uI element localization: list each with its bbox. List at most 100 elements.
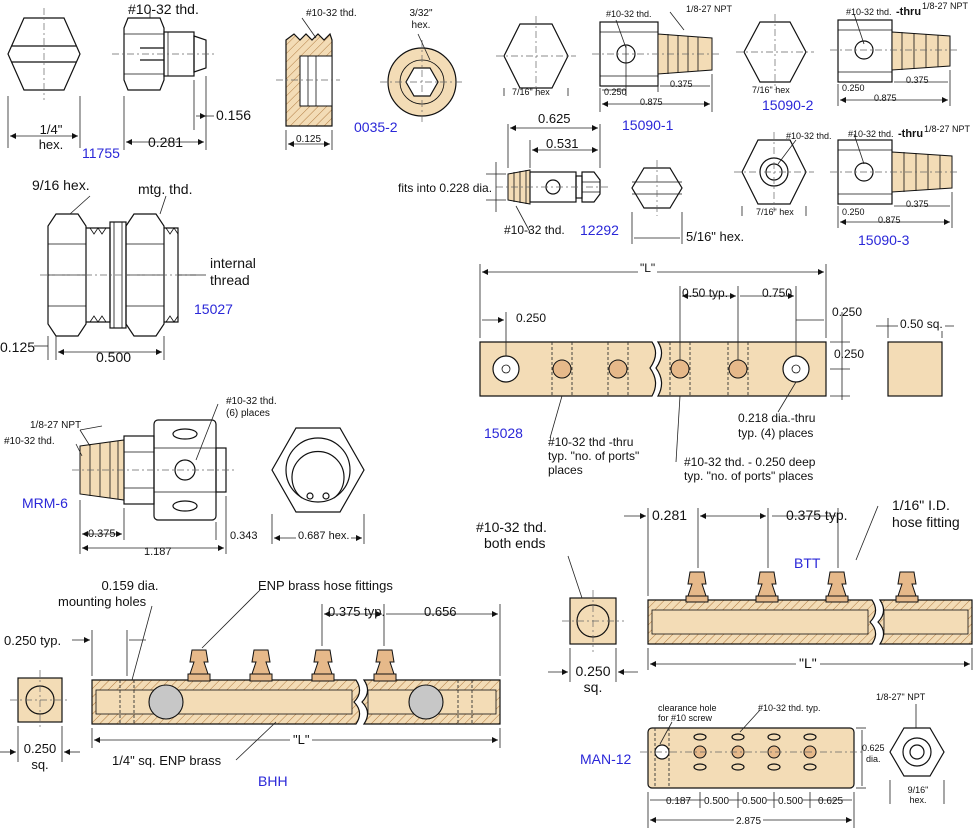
p15090-2-hex-label: 7/16" hex xyxy=(752,85,790,95)
bhh-end-pitch-dim: 0.656 xyxy=(424,604,457,619)
p15090-3-dim-b: 0.375 xyxy=(906,199,929,209)
p15028-L-label: "L" xyxy=(638,261,658,276)
p15028-note-thru-1: #10-32 thd -thru xyxy=(548,435,634,449)
man12-dim-1: 0.187 xyxy=(666,796,692,807)
p15027-internal-label: internal xyxy=(210,255,256,271)
p15090-3-left-thread-label: #10-32 thd. xyxy=(786,131,832,141)
side-view xyxy=(640,727,862,789)
btt-first-dim: 0.281 xyxy=(652,507,688,523)
part-0035-2-drawing xyxy=(276,17,464,150)
bhh-material-label: 1/4" sq. ENP brass xyxy=(112,753,222,768)
part-15027-drawing xyxy=(34,195,206,360)
man12-dim-3: 0.500 xyxy=(742,796,768,807)
part-MRM-6-drawing xyxy=(72,403,365,554)
p11755-hex-unit: hex. xyxy=(38,137,64,152)
p15090-1-part-number: 15090-1 xyxy=(622,117,674,133)
p15090-3-thread-label: #10-32 thd. xyxy=(848,129,894,139)
p0035-2-length-dim: 0.125 xyxy=(296,134,322,145)
p15090-2-thread-label: #10-32 thd. xyxy=(846,7,892,17)
end-view xyxy=(380,33,464,124)
dimensions xyxy=(486,124,683,244)
p15028-end-pitch-dim: 0.750 xyxy=(762,286,793,300)
p15090-2-npt-label: 1/8-27 NPT xyxy=(922,1,969,11)
part-15090-3-drawing xyxy=(734,132,960,228)
hex-end xyxy=(503,23,569,89)
p11755-thread-label: #10-32 thd. xyxy=(128,1,199,17)
part-BHH-drawing xyxy=(0,589,501,762)
p15028-edge-dim: 0.250 xyxy=(832,305,863,319)
p15028-first-dim: 0.250 xyxy=(516,311,547,325)
p12292-overall-dim: 0.625 xyxy=(538,111,571,126)
dimensions xyxy=(548,505,973,682)
bhh-L-label: "L" xyxy=(290,732,313,748)
mrm6-npt-label: 1/8-27 NPT xyxy=(30,420,82,431)
btt-pitch-dim: 0.375 typ. xyxy=(786,507,848,523)
p15027-hex-label: 9/16 hex. xyxy=(32,177,90,193)
mrm6-dim-b: 1.187 xyxy=(144,546,172,558)
man12-clearance-2: for #10 screw xyxy=(658,713,713,723)
dimensions xyxy=(503,11,713,112)
bar-body xyxy=(647,599,973,645)
mrm6-dim-a: 0.375 xyxy=(88,528,116,540)
p15027-part-number: 15027 xyxy=(194,301,233,317)
p11755-part-number: 11755 xyxy=(82,145,120,161)
end-view-square xyxy=(887,341,943,397)
side-view xyxy=(592,21,720,87)
btt-part-number: BTT xyxy=(794,555,821,571)
btt-square-unit: sq. xyxy=(583,679,603,695)
btt-both-ends-1: #10-32 thd. xyxy=(476,519,547,535)
hex-end-view xyxy=(271,427,365,544)
p15090-2-dim-c: 0.875 xyxy=(874,93,897,103)
dimensions xyxy=(0,589,501,762)
bhh-holes-label-1: 0.159 dia. xyxy=(101,578,159,593)
man12-clearance-1: clearance hole xyxy=(658,703,717,713)
man12-thread-label: #10-32 thd. typ. xyxy=(758,703,821,713)
p15028-note-deep-2: typ. "no. of ports" places xyxy=(684,469,814,483)
p15028-note-dia-2: typ. (4) places xyxy=(738,426,814,440)
mrm6-thread-label: #10-32 thd. xyxy=(4,436,55,447)
p15090-3-part-number: 15090-3 xyxy=(858,232,910,248)
p15028-note-thru-2: typ. "no. of ports" xyxy=(548,449,640,463)
p12292-part-number: 12292 xyxy=(580,222,619,238)
p15028-note-dia-1: 0.218 dia.-thru xyxy=(738,411,816,425)
bhh-part-number: BHH xyxy=(258,773,288,789)
man12-dim-5: 0.625 xyxy=(818,796,844,807)
p15090-3-hex-label: 7/16" hex xyxy=(756,207,794,217)
p15028-height-dim: 0.250 xyxy=(834,347,865,361)
hex-side-view xyxy=(112,17,214,91)
btt-square-dim: 0.250 xyxy=(575,663,611,679)
btt-L-label: "L" xyxy=(796,655,820,672)
end-view xyxy=(889,727,945,777)
part-15090-2-drawing xyxy=(736,13,958,106)
man12-dim-2: 0.500 xyxy=(704,796,730,807)
p15090-1-dim-a: 0.250 xyxy=(604,87,627,97)
hex-end-view xyxy=(7,8,81,100)
part-15090-1-drawing xyxy=(496,11,720,112)
p12292-fits-note: fits into 0.228 dia. xyxy=(398,181,493,195)
p15090-2-dim-b: 0.375 xyxy=(906,75,929,85)
part-BTT-drawing xyxy=(548,505,973,682)
hose-fittings xyxy=(685,571,919,603)
hex-nut xyxy=(47,213,87,337)
p15027-flange-dim: 0.125 xyxy=(0,339,36,355)
p12292-thread-label: #10-32 thd. xyxy=(504,223,565,237)
bhh-pitch-dim: 0.375 typ. xyxy=(328,604,386,619)
mrm6-part-number: MRM-6 xyxy=(22,495,68,511)
man12-npt-label: 1/8-27" NPT xyxy=(876,692,926,702)
bhh-end-dim: 0.250 typ. xyxy=(4,633,62,648)
man12-hex-unit: hex. xyxy=(909,795,927,805)
p15027-thread-label: thread xyxy=(210,272,250,288)
hose-fittings xyxy=(187,649,397,682)
man12-dia-dim: 0.625 xyxy=(862,743,885,753)
p15027-length-dim: 0.500 xyxy=(96,349,132,365)
p15028-square-dim: 0.50 sq. xyxy=(898,317,945,332)
p15028-note-deep-1: #10-32 thd. - 0.250 deep xyxy=(684,455,816,469)
part-MAN-12-drawing xyxy=(640,704,945,828)
p0035-2-hex-unit: hex. xyxy=(411,20,431,31)
dimensions xyxy=(7,10,214,150)
bhh-square-dim: 0.250 xyxy=(23,741,57,756)
btt-both-ends-2: both ends xyxy=(484,535,546,551)
mrm6-dim-c: 0.343 xyxy=(230,530,258,542)
bar-body xyxy=(91,679,501,725)
